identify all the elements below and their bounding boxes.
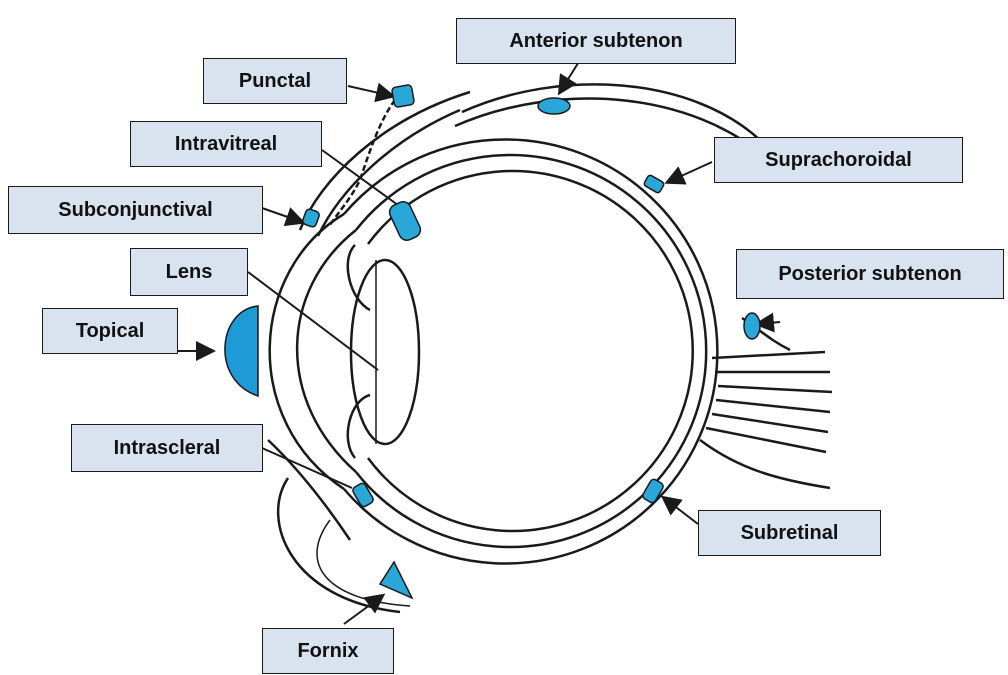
label-intrascleral: Intrascleral xyxy=(71,424,263,472)
optic-nerve-5 xyxy=(712,414,828,432)
label-subretinal: Subretinal xyxy=(698,510,881,556)
subretinal-implant-icon xyxy=(641,478,664,504)
optic-nerve-4 xyxy=(716,400,830,412)
optic-nerve-sheath-bottom xyxy=(700,440,830,488)
intrascleral-implant-icon xyxy=(351,482,374,508)
label-lens: Lens xyxy=(130,248,248,296)
posterior-subtenon-implant-icon xyxy=(744,313,760,339)
tenon-top-inner xyxy=(462,84,760,140)
anterior-subtenon-implant-icon xyxy=(538,98,570,114)
subconjunctival-implant-icon xyxy=(302,208,321,228)
optic-nerve-1 xyxy=(712,352,825,358)
suprachoroidal-implant-icon xyxy=(643,174,665,193)
intravitreal-implant-icon xyxy=(387,199,423,243)
punctal-plug-icon xyxy=(391,84,414,107)
label-posterior-subtenon: Posterior subtenon xyxy=(736,249,1004,299)
topical-drop-icon xyxy=(225,306,258,396)
fornix-insert-icon xyxy=(380,562,412,598)
optic-nerve-3 xyxy=(718,386,832,392)
ciliary-lower xyxy=(348,395,370,458)
label-fornix: Fornix xyxy=(262,628,394,674)
ciliary-upper xyxy=(348,245,370,310)
label-subconjunctival: Subconjunctival xyxy=(8,186,263,234)
label-punctal: Punctal xyxy=(203,58,347,104)
upper-eyelid xyxy=(300,92,470,230)
lens-shape xyxy=(351,260,419,444)
label-intravitreal: Intravitreal xyxy=(130,121,322,167)
label-topical: Topical xyxy=(42,308,178,354)
label-anterior-subtenon: Anterior subtenon xyxy=(456,18,736,64)
label-suprachoroidal: Suprachoroidal xyxy=(714,137,963,183)
optic-nerve-6 xyxy=(706,428,826,452)
